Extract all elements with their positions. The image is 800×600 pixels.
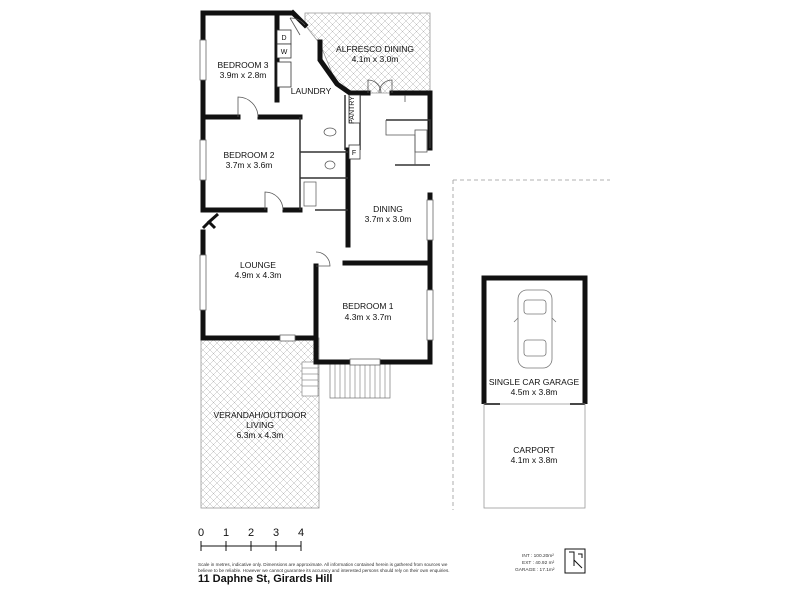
verandah-name-line1: VERANDAH/OUTDOOR (213, 410, 306, 420)
doors (237, 17, 393, 267)
car-icon (513, 289, 557, 369)
alfresco-name: ALFRESCO DINING (336, 44, 414, 54)
laundry-name: LAUNDRY (291, 86, 332, 96)
lounge-size: 4.9m x 4.3m (235, 270, 282, 280)
carport-outline (483, 403, 586, 509)
fireplace-icon (201, 212, 219, 230)
verandah-name-line2: LIVING (246, 420, 274, 430)
property-address: 11 Daphne St, Girards Hill (198, 573, 333, 585)
lounge-door (279, 334, 296, 342)
verandah-size: 6.3m x 4.3m (237, 430, 284, 440)
bed1-window (426, 289, 434, 341)
interior-lines (299, 95, 431, 211)
bedroom1-name: BEDROOM 1 (342, 301, 393, 311)
disclaimer-line1: Scale in metres, indicative only. Dimens… (198, 562, 448, 567)
dining-size: 3.7m x 3.0m (365, 214, 412, 224)
scale-bar: 0 1 2 3 4 (198, 527, 304, 551)
bedroom2-size: 3.7m x 3.6m (226, 160, 273, 170)
fridge-label: F (352, 150, 356, 157)
dryer-label: D (281, 35, 286, 42)
washer-label: W (281, 49, 288, 56)
bed2-window (199, 139, 207, 181)
garage-walls (481, 275, 588, 404)
bedroom3-name: BEDROOM 3 (217, 60, 268, 70)
bed3-window (199, 39, 207, 81)
garage-structure (452, 179, 610, 510)
area-ext: EXT : 40.92 m² (522, 560, 555, 566)
outdoor-areas (200, 12, 431, 509)
bedroom2-name: BEDROOM 2 (223, 150, 274, 160)
lounge-name: LOUNGE (240, 260, 276, 270)
scale-tick-2: 2 (248, 527, 254, 539)
side-stairs (301, 361, 319, 397)
pantry-name: PANTRY (349, 96, 356, 124)
bedroom1-size: 4.3m x 3.7m (345, 312, 392, 322)
stair-treads (334, 362, 386, 398)
laundry-fixtures (276, 29, 361, 160)
carport-size: 4.1m x 3.8m (511, 455, 558, 465)
garage-name: SINGLE CAR GARAGE (489, 377, 580, 387)
bed1-south-window (349, 358, 381, 366)
alfresco-size: 4.1m x 3.0m (352, 54, 399, 64)
alfresco-angle-wall (317, 39, 371, 96)
disclaimer-line2: believe to be reliable. However we canno… (198, 568, 450, 573)
dining-name: DINING (373, 204, 403, 214)
scale-tick-4: 4 (298, 527, 304, 539)
area-int: INT : 100.20m² (522, 553, 554, 559)
lounge-window (199, 254, 207, 311)
bathroom-fixtures (303, 127, 337, 207)
bedroom3-size: 3.9m x 2.8m (220, 70, 267, 80)
garage-size: 4.5m x 3.8m (511, 387, 558, 397)
windows (199, 39, 434, 366)
scale-tick-0: 0 (198, 527, 204, 539)
kitchen-bench (385, 95, 428, 165)
scale-tick-1: 1 (223, 527, 229, 539)
dining-window (426, 199, 434, 241)
verandah-deck (200, 337, 320, 509)
north-arrow-icon (564, 548, 586, 574)
room-labels: BEDROOM 3 3.9m x 2.8m ALFRESCO DINING 4.… (213, 35, 579, 465)
area-garage: GARAGE : 17.1m² (515, 567, 555, 573)
carport-name: CARPORT (513, 445, 554, 455)
scale-tick-3: 3 (273, 527, 279, 539)
